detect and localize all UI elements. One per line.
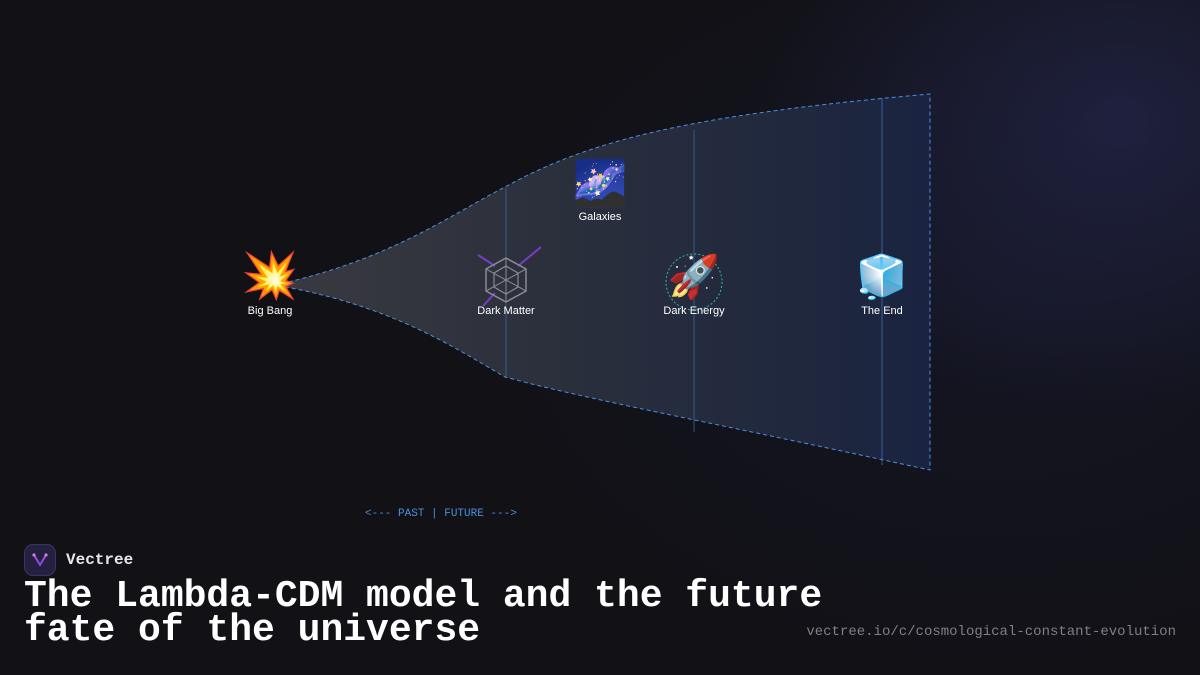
dark-energy-ring [665, 253, 723, 311]
source-url[interactable]: vectree.io/c/cosmological-constant-evolu… [806, 624, 1176, 640]
page-title: The Lambda-CDM model and the future fate… [24, 575, 823, 652]
node-label-galaxies: Galaxies [578, 211, 622, 223]
node-label-big-bang: Big Bang [247, 305, 293, 317]
node-label-dark-matter: Dark Matter [477, 305, 535, 317]
timeline-direction-label: <--- PAST | FUTURE ---> [365, 508, 517, 520]
brand-name: Vectree [66, 551, 134, 569]
web-network-icon [477, 246, 542, 307]
brand[interactable]: Vectree [24, 544, 133, 576]
expansion-cone [274, 93, 931, 471]
node-label-the-end: The End [861, 305, 903, 317]
node-label-dark-energy: Dark Energy [663, 305, 725, 317]
ice-cube-icon: 🧊 [855, 252, 909, 301]
vectree-logo-icon [24, 544, 56, 576]
explosion-icon: 💥 [241, 248, 299, 302]
milky-way-icon: 🌌 [572, 158, 628, 209]
rocket-icon: 🚀 [667, 252, 721, 301]
